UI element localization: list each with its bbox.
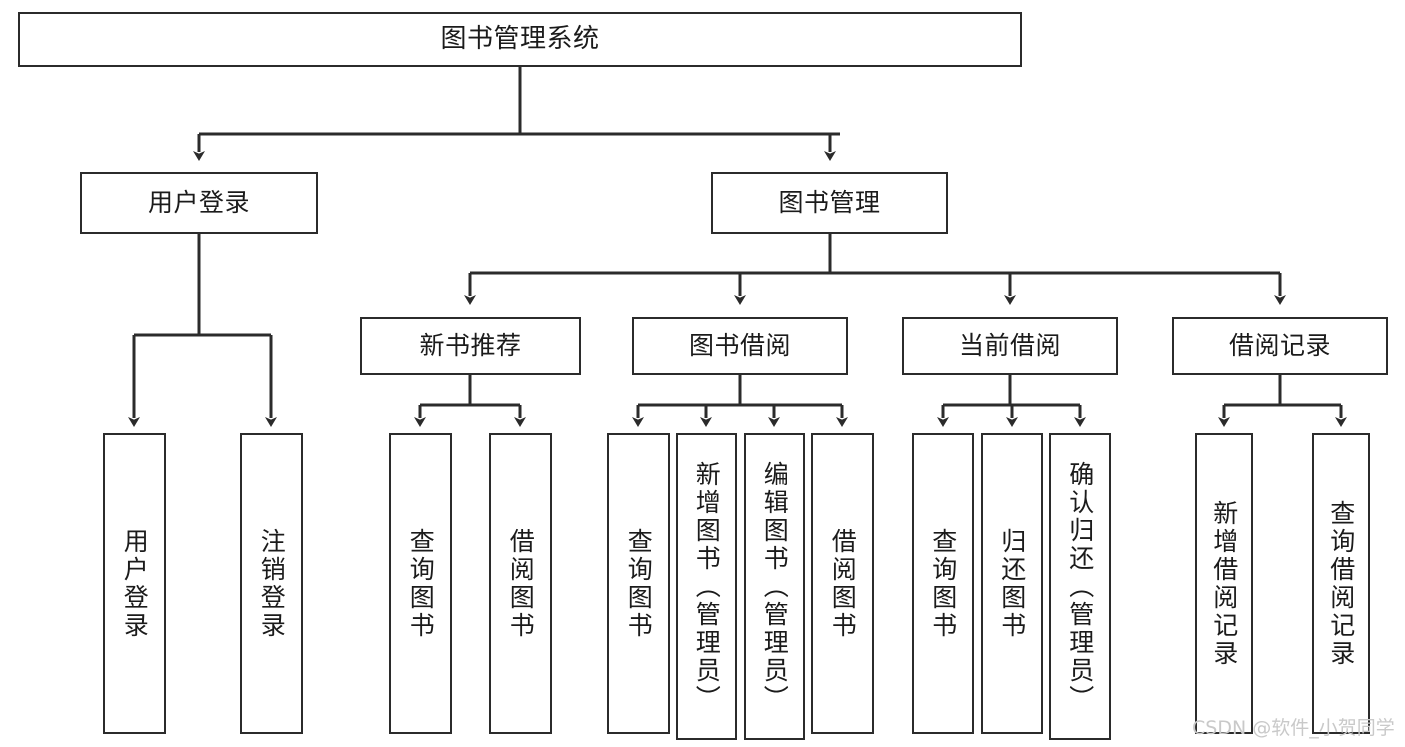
- node-leaf-return-book[interactable]: 归还图书: [981, 433, 1043, 734]
- node-label: 用户登录: [120, 527, 150, 640]
- node-label: 新增借阅记录: [1209, 499, 1239, 668]
- node-root-book-management-system[interactable]: 图书管理系统: [18, 12, 1022, 67]
- node-new-book-recommend[interactable]: 新书推荐: [360, 317, 581, 375]
- node-leaf-query-borrow-record[interactable]: 查询借阅记录: [1312, 433, 1370, 734]
- node-user-login[interactable]: 用户登录: [80, 172, 318, 234]
- node-leaf-query-book-current[interactable]: 查询图书: [912, 433, 974, 734]
- node-label: 用户登录: [147, 188, 250, 217]
- node-label: 图书借阅: [688, 331, 791, 360]
- node-label: 借阅图书: [828, 527, 858, 640]
- node-label: 图书管理: [778, 188, 881, 217]
- node-leaf-query-book-borrow[interactable]: 查询图书: [607, 433, 670, 734]
- node-label: 当前借阅: [958, 331, 1061, 360]
- node-label: 查询图书: [406, 527, 436, 640]
- node-label: 查询借阅记录: [1326, 499, 1356, 668]
- node-leaf-add-book-admin[interactable]: 新增图书（管理员）: [676, 433, 737, 740]
- node-current-borrow[interactable]: 当前借阅: [902, 317, 1118, 375]
- node-label: 编辑图书（管理员）: [760, 460, 790, 713]
- watermark-csdn: CSDN @软件_小贺同学: [1192, 717, 1395, 739]
- node-leaf-query-book-recommend[interactable]: 查询图书: [389, 433, 452, 734]
- node-label: 查询图书: [928, 527, 958, 640]
- node-label: 查询图书: [624, 527, 654, 640]
- node-book-management[interactable]: 图书管理: [711, 172, 948, 234]
- node-leaf-logout[interactable]: 注销登录: [240, 433, 303, 734]
- node-label: 确认归还（管理员）: [1065, 460, 1095, 713]
- node-label: 新书推荐: [419, 331, 522, 360]
- node-leaf-confirm-return-admin[interactable]: 确认归还（管理员）: [1049, 433, 1111, 740]
- node-leaf-add-borrow-record[interactable]: 新增借阅记录: [1195, 433, 1253, 734]
- node-label: 注销登录: [257, 527, 287, 640]
- node-label: 新增图书（管理员）: [692, 460, 722, 713]
- node-label: 借阅记录: [1228, 331, 1331, 360]
- node-label: 图书管理系统: [440, 23, 600, 54]
- node-label: 借阅图书: [506, 527, 536, 640]
- node-leaf-borrow-book[interactable]: 借阅图书: [811, 433, 874, 734]
- node-label: 归还图书: [997, 527, 1027, 640]
- node-leaf-edit-book-admin[interactable]: 编辑图书（管理员）: [744, 433, 805, 740]
- node-book-borrow[interactable]: 图书借阅: [632, 317, 848, 375]
- node-borrow-record[interactable]: 借阅记录: [1172, 317, 1388, 375]
- node-leaf-user-login[interactable]: 用户登录: [103, 433, 166, 734]
- node-leaf-borrow-book-recommend[interactable]: 借阅图书: [489, 433, 552, 734]
